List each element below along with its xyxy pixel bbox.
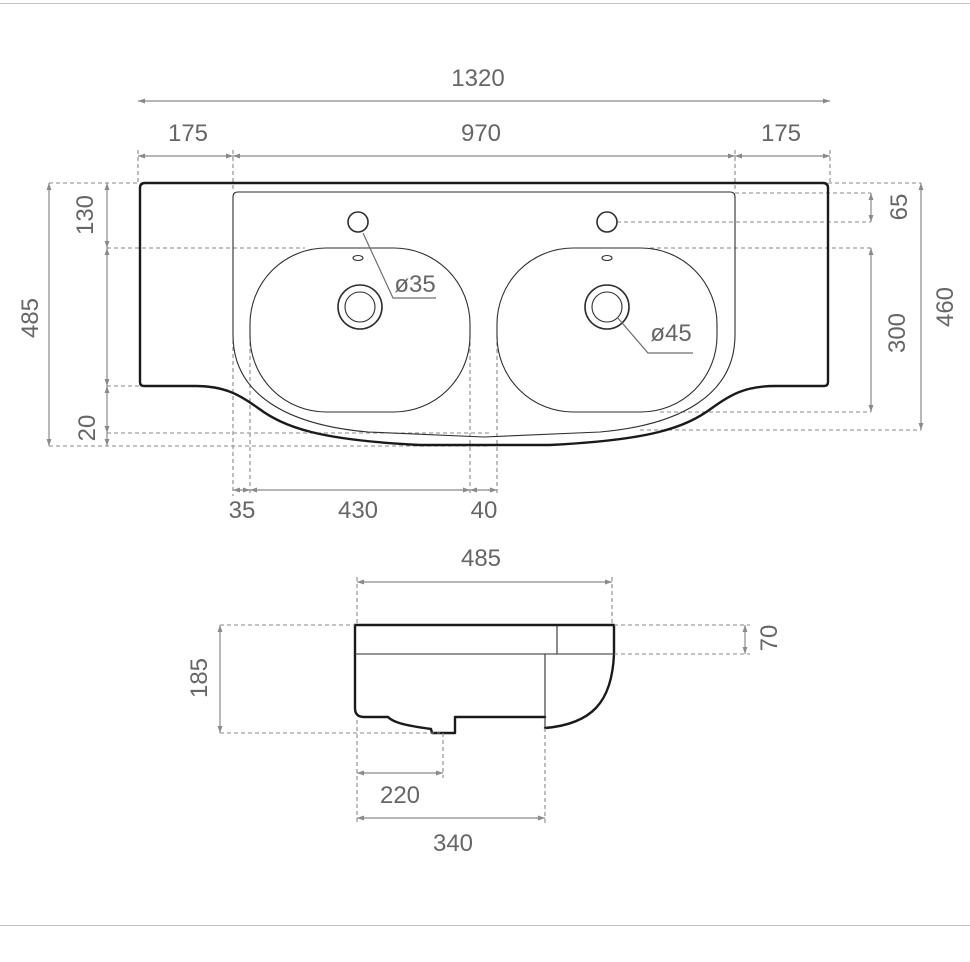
dim-label-side-left: 175 xyxy=(168,120,208,147)
right-drain-inner xyxy=(591,291,623,323)
left-overflow xyxy=(352,254,364,262)
dim-label-rim-height: 70 xyxy=(756,625,783,652)
left-drain-inner xyxy=(344,291,376,323)
sink-outline xyxy=(138,181,830,447)
dim-label-bowl-depth: 300 xyxy=(884,313,911,353)
dim-label-side-depth: 485 xyxy=(461,545,501,572)
left-tap-hole xyxy=(347,211,369,233)
left-bowl xyxy=(249,247,471,413)
leader-drain xyxy=(616,316,693,354)
dim-label-front-offset: 20 xyxy=(74,415,101,442)
left-drain-outer xyxy=(337,284,383,330)
side-view: 485 185 70 220 340 xyxy=(186,545,783,857)
dim-label-drain-diameter: ø45 xyxy=(650,320,691,347)
side-profile-skirt xyxy=(353,623,547,735)
dim-label-drain-offset: 220 xyxy=(380,782,420,809)
dim-label-bowl-gap: 40 xyxy=(471,497,498,524)
dim-label-tap-hole-diameter: ø35 xyxy=(394,271,435,298)
dim-label-side-height: 185 xyxy=(186,658,213,698)
dim-label-bowl-width: 430 xyxy=(338,497,378,524)
top-view: 1320 175 970 175 xyxy=(17,65,959,524)
leader-tap-hole xyxy=(362,232,436,299)
dim-label-bowl-inset: 35 xyxy=(229,497,256,524)
dim-label-center-width: 970 xyxy=(461,120,501,147)
deck-inner-outline xyxy=(232,191,736,438)
dim-label-side-right: 175 xyxy=(761,120,801,147)
right-tap-hole xyxy=(596,211,618,233)
dim-label-total-depth: 485 xyxy=(17,298,44,338)
dim-label-inner-depth: 460 xyxy=(932,287,959,327)
dim-label-tap-hole-offset: 65 xyxy=(886,194,913,221)
side-profile-outline xyxy=(353,623,616,730)
dim-label-overall-width: 1320 xyxy=(451,65,504,92)
right-bowl xyxy=(496,247,718,413)
dim-label-body-depth: 340 xyxy=(433,830,473,857)
dim-label-deck-depth: 130 xyxy=(72,195,99,235)
right-overflow xyxy=(601,254,613,262)
